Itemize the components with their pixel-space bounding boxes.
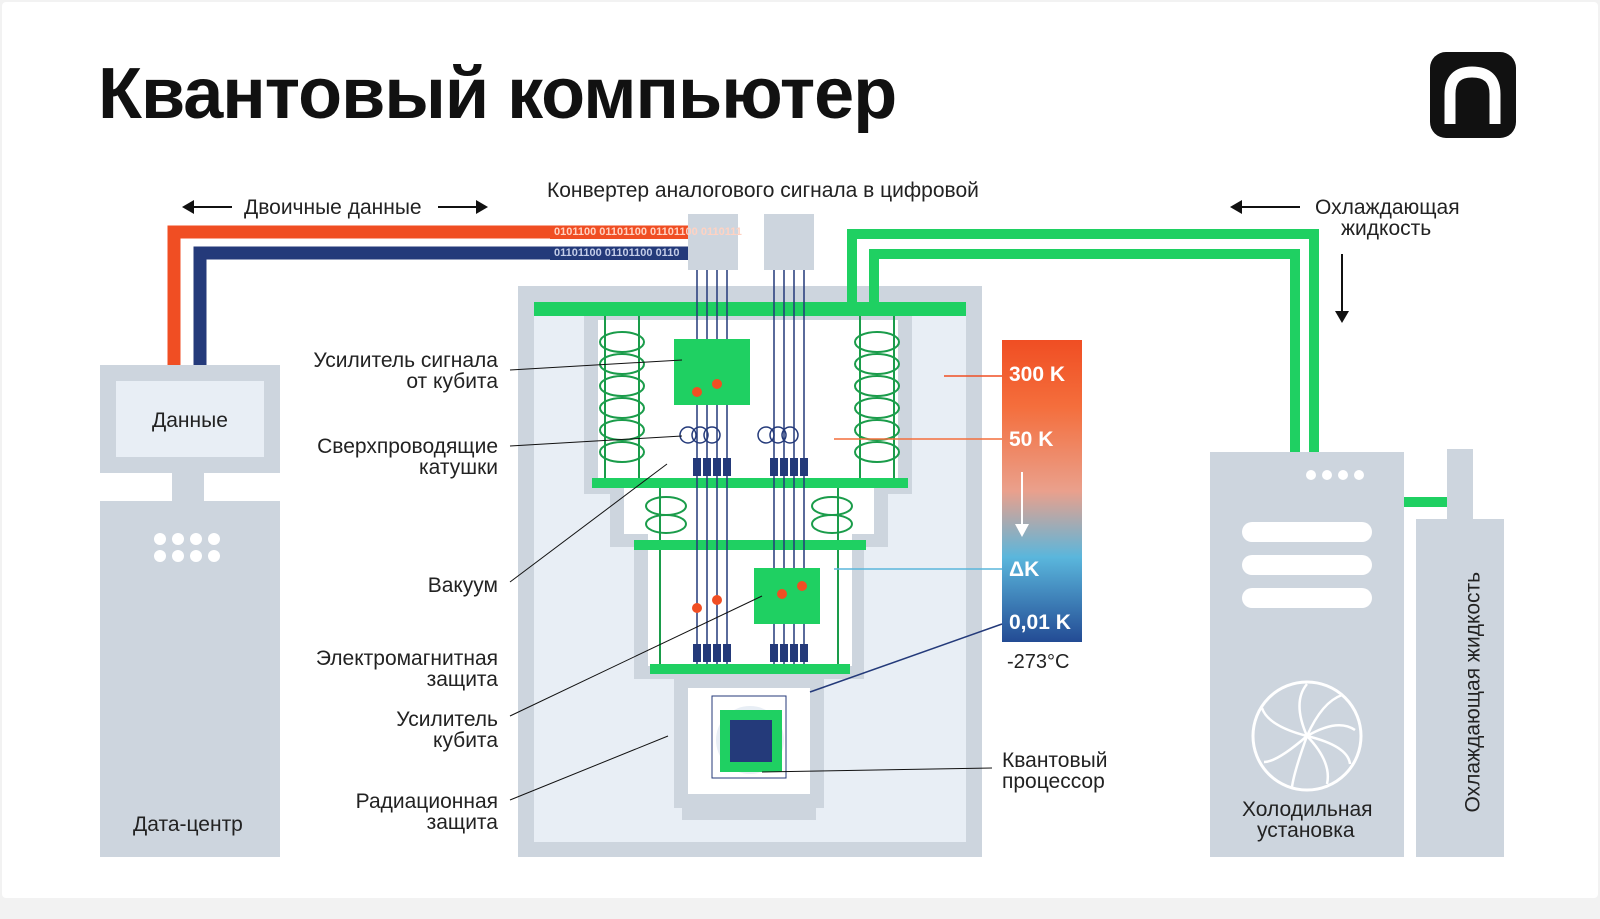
page-title: Квантовый компьютер (98, 54, 897, 134)
radiation-label-1: Радиационная (355, 790, 498, 813)
qubit-amplifier (692, 568, 820, 624)
em-shield-label-1: Электромагнитная (315, 647, 498, 670)
fridge-label-2: установка (1257, 819, 1355, 842)
refrigeration-unit (1210, 449, 1504, 857)
coolant-arrows (1230, 200, 1349, 323)
coils-label-2: катушки (419, 456, 498, 479)
amplifier-label-1: Усилитель сигнала (313, 349, 498, 372)
n-logo-icon (1430, 52, 1516, 138)
temp-300k: 300 K (1009, 363, 1066, 386)
temp-50k: 50 K (1009, 428, 1054, 451)
slide: Квантовый компьютер (2, 2, 1598, 898)
fan-icon (1260, 683, 1356, 788)
coils-label-1: Сверхпроводящие (317, 435, 498, 458)
quantum-processor (716, 706, 784, 774)
vacuum-label: Вакуум (427, 574, 498, 597)
processor-label-1: Квантовый (1002, 749, 1108, 772)
diagram (100, 52, 1516, 857)
data-center (100, 365, 280, 857)
data-box-label: Данные (152, 409, 228, 432)
coolant-vertical-label: Охлаждающая жидкость (1461, 571, 1485, 813)
temp-pointers (809, 375, 1003, 693)
temp-001k: 0,01 K (1009, 611, 1071, 634)
coolant-pipe (847, 229, 1447, 507)
radiation-label-2: защита (426, 811, 498, 834)
temperature-gradient-bar (1002, 340, 1082, 642)
leader-lines (509, 359, 993, 801)
connector-blocks (693, 458, 808, 662)
qubit-amp-label-1: Усилитель (396, 708, 498, 731)
temp-delta-k: ΔK (1009, 558, 1040, 581)
data-center-label: Дата-центр (133, 813, 243, 836)
adc-converter (688, 214, 814, 270)
binary-data-arrows (182, 200, 488, 214)
binary-wires (167, 225, 692, 365)
converter-label: Конвертер аналогового сигнала в цифровой (547, 179, 979, 202)
binary-string-red: 0101100 01101100 01101100 0110111 (554, 226, 742, 238)
cooling-plates (534, 302, 966, 674)
em-shield-label-2: защита (426, 668, 498, 691)
coolant-top-label-2: жидкость (1341, 217, 1432, 240)
coils-wiring (599, 316, 900, 664)
binary-data-label: Двоичные данные (244, 196, 422, 219)
signal-amplifier (674, 339, 750, 405)
coolant-top-label-1: Охлаждающая (1315, 196, 1460, 219)
celsius-label: -273°C (1007, 651, 1070, 673)
binary-string-blue: 01101100 01101100 0110 (554, 247, 680, 259)
qubit-amp-label-2: кубита (433, 729, 498, 752)
amplifier-label-2: от кубита (406, 370, 498, 393)
fridge-label-1: Холодильная (1242, 798, 1373, 821)
processor-label-2: процессор (1002, 770, 1105, 793)
